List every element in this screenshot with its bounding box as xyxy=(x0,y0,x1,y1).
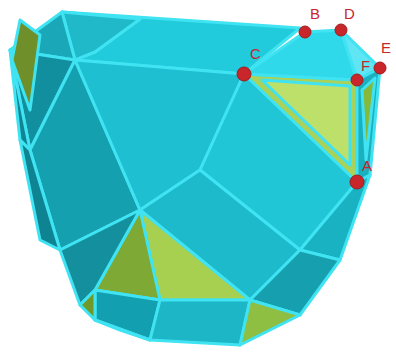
point-label: A xyxy=(362,158,372,173)
point-label: C xyxy=(250,46,261,61)
point-label: D xyxy=(344,6,355,21)
point-label: E xyxy=(381,40,391,55)
point-label: B xyxy=(310,6,320,21)
point-label: F xyxy=(361,58,370,73)
